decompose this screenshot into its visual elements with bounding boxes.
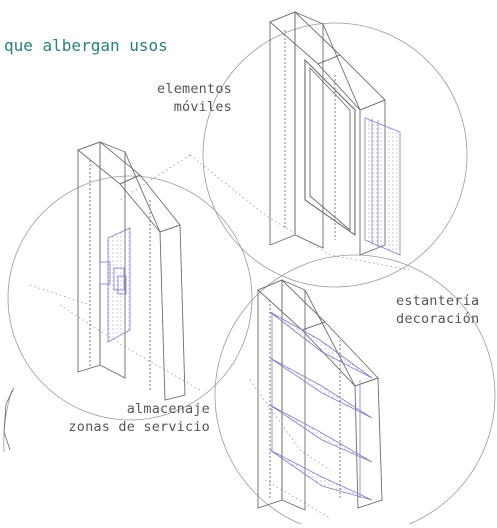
- label-estanteria: estantería decoración: [396, 292, 496, 328]
- unit-almacenaje: [77, 141, 186, 401]
- shelf-uprights: [271, 312, 361, 498]
- label-moviles-line1: elementos: [157, 81, 232, 97]
- label-almacenaje-line1: almacenaje: [126, 401, 210, 417]
- movable-panel-edges: [371, 118, 379, 247]
- storage-door: [107, 227, 131, 343]
- movable-panel: [364, 117, 401, 256]
- circle-almacenaje: [7, 175, 253, 421]
- circle-estanteria: [214, 254, 496, 528]
- label-almacenaje: almacenaje zonas de servicio: [40, 400, 210, 436]
- label-moviles-line2: móviles: [173, 99, 232, 115]
- label-moviles: elementos móviles: [112, 80, 232, 116]
- enclosing-circles: [3, 22, 496, 528]
- left-partial-outline: [3, 387, 15, 451]
- label-estanteria-line2: decoración: [396, 311, 480, 327]
- label-almacenaje-line2: zonas de servicio: [68, 419, 210, 435]
- unit-estanteria: [257, 279, 383, 511]
- circle-moviles: [202, 22, 468, 288]
- heading: que albergan usos: [4, 36, 168, 55]
- ground-lines: [29, 154, 411, 519]
- label-estanteria-line1: estantería: [396, 293, 480, 309]
- shelves: [269, 311, 373, 501]
- storage-handles: [99, 261, 127, 295]
